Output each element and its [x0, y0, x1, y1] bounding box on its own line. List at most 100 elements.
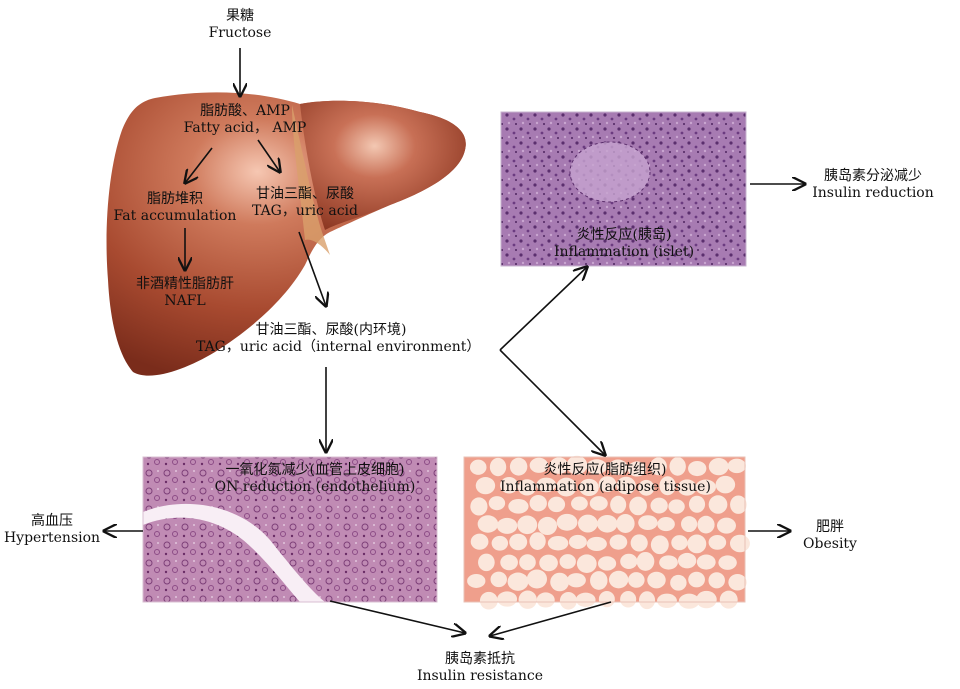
arrows	[104, 48, 805, 636]
arrow-tag-to-env	[298, 231, 326, 306]
fat-cell	[659, 555, 678, 570]
label-obesity-en: Obesity	[803, 536, 857, 552]
fat-cell	[488, 496, 506, 511]
fat-cell	[571, 496, 588, 511]
fat-cell	[647, 571, 666, 589]
arrow-adipose-to-resistance	[490, 601, 612, 636]
fat-cell	[478, 553, 495, 572]
fat-cell	[529, 457, 549, 473]
label-islet-inflammation-zh: 炎性反应(胰岛)	[576, 227, 672, 243]
label-adipose-inflammation: 炎性反应(脂肪组织) Inflammation (adipose tissue)	[500, 462, 711, 496]
label-no-reduction: 一氧化氮减少(血管上皮细胞) ON reduction (endothelium…	[195, 462, 435, 496]
fat-cell	[677, 479, 697, 496]
fat-cell	[657, 593, 677, 609]
fat-cell	[491, 535, 509, 551]
label-insulin-reduction: 胰岛素分泌减少 Insulin reduction	[808, 168, 938, 202]
fat-cell	[547, 535, 569, 551]
liver-illustration	[106, 92, 466, 376]
label-fat-accumulation-en: Fat accumulation	[113, 208, 237, 224]
fat-cell	[678, 593, 700, 609]
arrow-env-to-adipose	[499, 349, 605, 455]
fat-cell	[475, 477, 496, 495]
label-islet-inflammation-en: Inflammation (islet)	[553, 244, 695, 260]
fat-cell	[568, 534, 587, 549]
fat-cell	[586, 459, 608, 475]
fat-cell	[496, 517, 518, 534]
label-tag-liver-en: TAG，uric acid	[252, 203, 358, 219]
fat-cell	[477, 515, 499, 533]
fat-cell	[508, 498, 529, 514]
fat-cell	[517, 515, 538, 535]
fat-cell	[517, 479, 537, 496]
fat-cell	[636, 551, 655, 571]
label-obesity-zh: 肥胖	[816, 519, 844, 535]
fat-cell	[657, 517, 675, 532]
label-fatty-acid-en: Fatty acid， AMP	[183, 120, 307, 136]
fat-cell	[479, 591, 498, 610]
fat-cell	[730, 495, 747, 514]
fat-cell	[727, 458, 746, 474]
fat-cell	[681, 516, 698, 533]
fat-cell	[716, 517, 736, 534]
fat-cell	[671, 535, 688, 551]
fat-cell	[616, 513, 635, 533]
label-hypertension-zh: 高血压	[31, 513, 73, 529]
fat-cell	[650, 535, 669, 555]
fat-cell	[586, 536, 607, 551]
fat-cell	[695, 479, 717, 495]
fat-cell	[490, 571, 507, 588]
label-nafl-zh: 非酒精性脂肪肝	[136, 276, 234, 292]
fat-cell	[467, 573, 486, 588]
fat-cell	[629, 496, 647, 516]
fat-cell	[718, 555, 737, 570]
fat-cell	[708, 572, 725, 589]
fat-cell	[616, 476, 636, 495]
fat-cell	[628, 572, 645, 588]
label-fatty-acid-zh: 脂肪酸、AMP	[200, 103, 290, 119]
arrow-env-to-islet	[499, 267, 587, 351]
fat-cell	[497, 591, 518, 607]
label-fructose: 果糖 Fructose	[200, 8, 280, 42]
fat-cell	[470, 497, 488, 516]
label-tag-liver-zh: 甘油三酯、尿酸	[256, 186, 354, 202]
fat-cell	[715, 475, 736, 494]
label-tag-liver: 甘油三酯、尿酸 TAG，uric acid	[245, 186, 365, 220]
fat-cell	[627, 461, 647, 477]
fat-cell	[507, 572, 529, 591]
fat-cell	[526, 569, 548, 589]
fat-cell	[556, 477, 577, 497]
label-no-reduction-en: ON reduction (endothelium)	[214, 479, 416, 495]
fat-cell	[549, 457, 569, 474]
fat-cell	[708, 457, 729, 476]
fat-cell	[598, 591, 615, 608]
fat-cell	[536, 477, 557, 493]
fat-cell	[470, 533, 489, 550]
adipose-micrograph	[463, 455, 750, 610]
fat-cell	[669, 457, 686, 476]
fat-cell	[539, 554, 558, 572]
label-tag-env-en: TAG，uric acid（internal environment）	[196, 339, 481, 355]
fat-cell	[677, 552, 697, 569]
fat-cell	[687, 534, 707, 554]
label-islet-inflammation: 炎性反应(胰岛) Inflammation (islet)	[534, 227, 714, 261]
fat-cell	[620, 553, 638, 569]
fat-cell	[576, 554, 597, 574]
fat-cell	[728, 573, 747, 591]
fat-cell	[608, 459, 628, 475]
fat-cell	[696, 590, 717, 609]
label-insulin-resistance-zh: 胰岛素抵抗	[445, 651, 515, 667]
label-nafl-en: NAFL	[164, 293, 206, 309]
fat-cell	[609, 534, 628, 550]
fat-cell	[550, 572, 570, 592]
fat-cell	[708, 535, 727, 550]
label-adipose-inflammation-en: Inflammation (adipose tissue)	[500, 479, 711, 495]
label-fat-accumulation: 脂肪堆积 Fat accumulation	[105, 191, 245, 225]
fat-cell	[608, 570, 629, 589]
label-insulin-reduction-zh: 胰岛素分泌减少	[824, 168, 922, 184]
label-adipose-inflammation-zh: 炎性反应(脂肪组织)	[543, 462, 667, 478]
arrow-no-to-resistance	[329, 600, 465, 633]
label-nafl: 非酒精性脂肪肝 NAFL	[120, 276, 250, 310]
endothelium-micrograph	[142, 456, 438, 603]
fat-cell	[529, 532, 546, 550]
